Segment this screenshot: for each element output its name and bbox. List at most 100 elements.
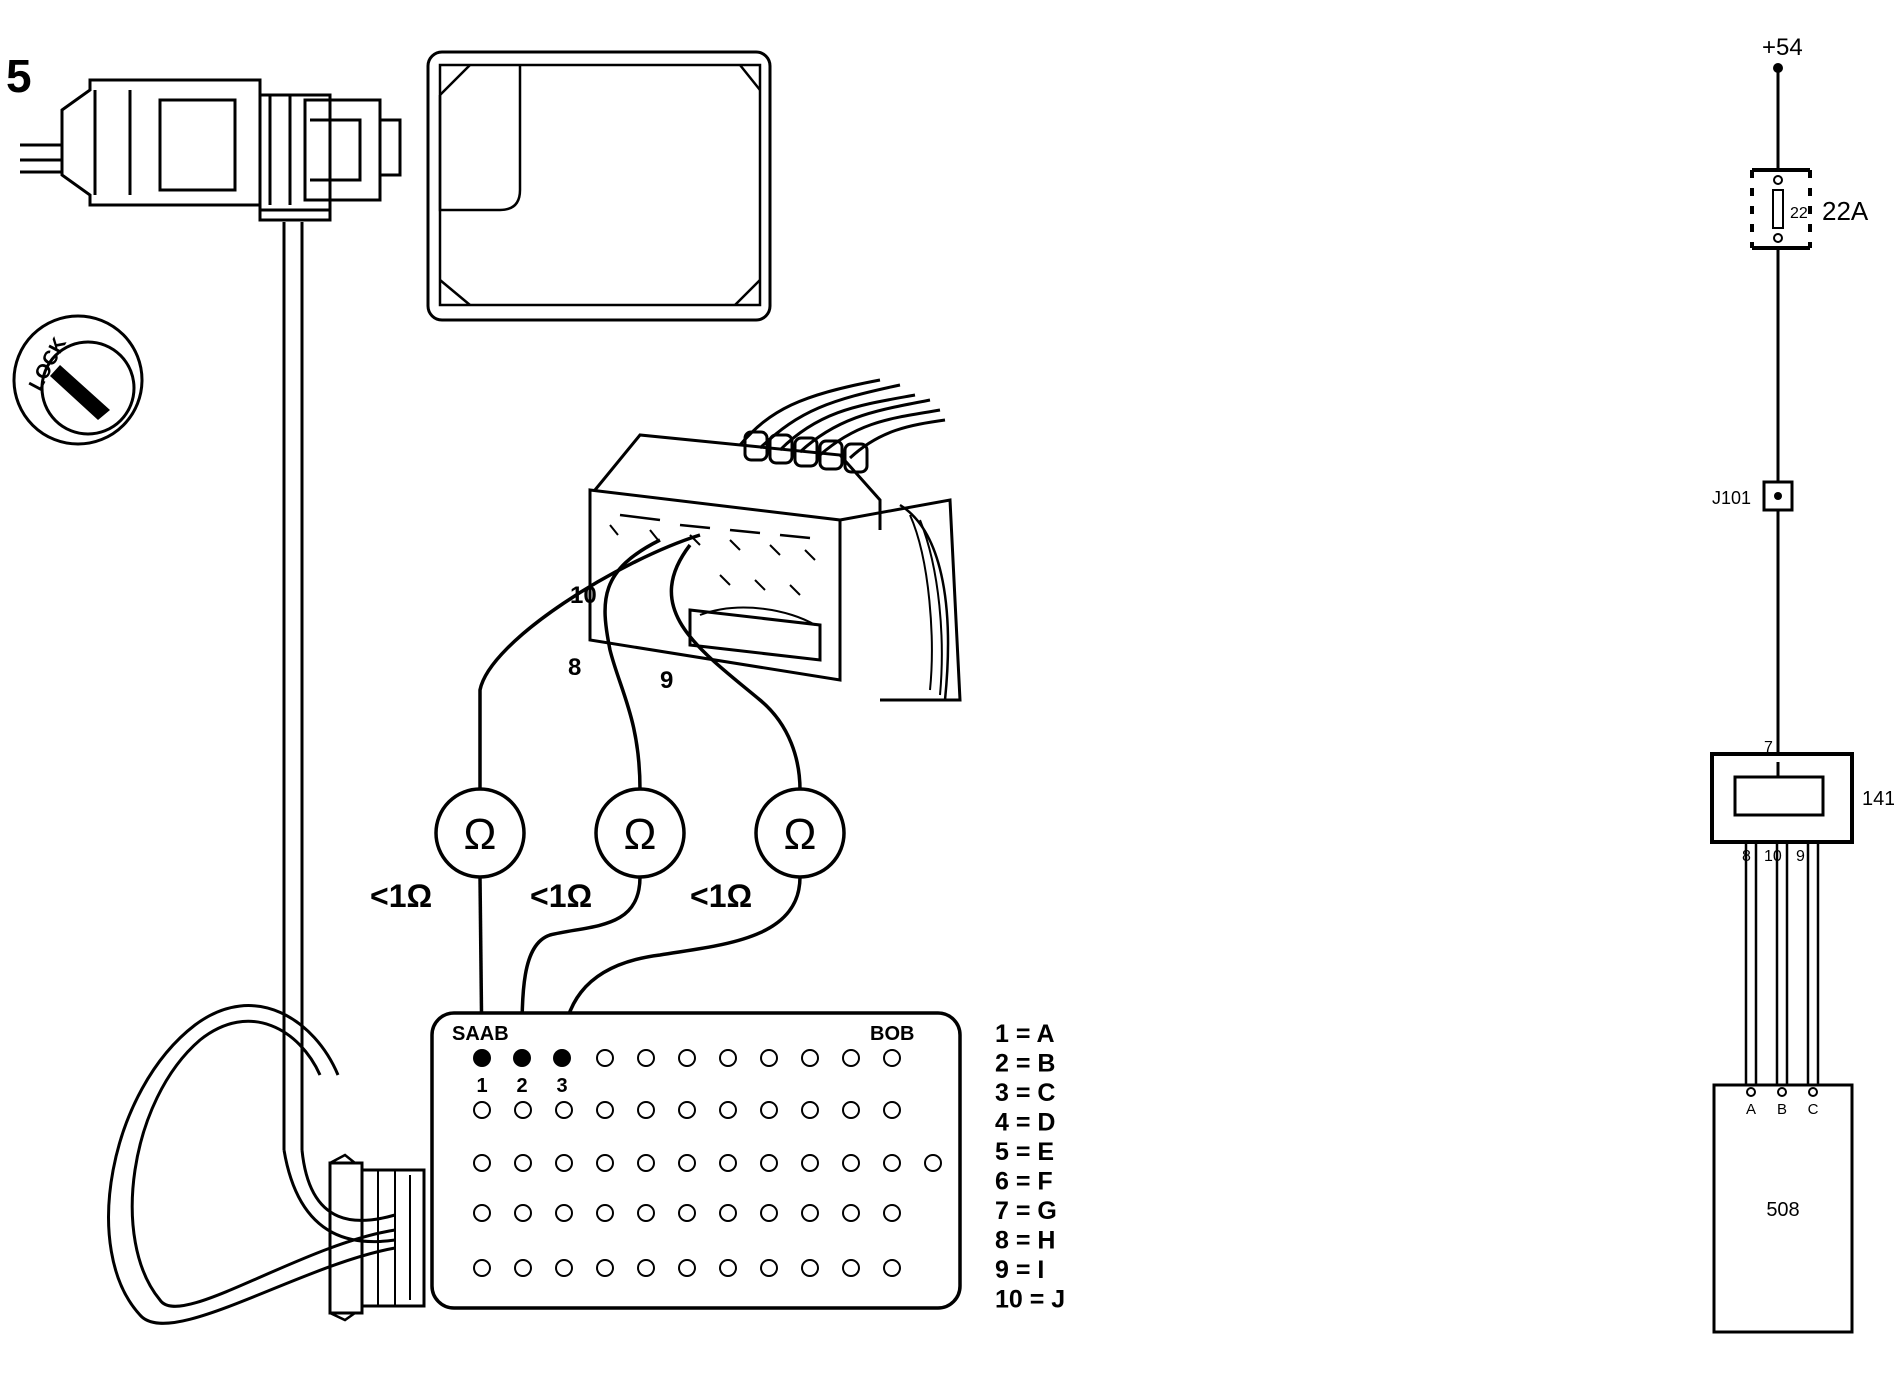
bob-socket: [883, 1204, 901, 1222]
control-module: [426, 50, 772, 322]
fuse-rating: 22A: [1822, 196, 1869, 226]
ohmmeter-3: Ω <1Ω: [690, 787, 846, 914]
device-pin-c-node: [1808, 1087, 1818, 1097]
module-to-device-wires: [1744, 842, 1820, 1085]
module-label: 141: [1862, 788, 1894, 810]
pin-legend-item: 7 = G: [995, 1197, 1057, 1225]
pin-legend-item: 8 = H: [995, 1227, 1055, 1255]
ignition-lock-icon: LOCK: [12, 314, 144, 446]
module-141-inner: [1733, 775, 1825, 817]
pin-legend-item: 6 = F: [995, 1168, 1053, 1196]
bob-socket: [842, 1154, 860, 1172]
bob-socket: [596, 1204, 614, 1222]
bob-socket: [637, 1154, 655, 1172]
bob-socket: [719, 1101, 737, 1119]
bob-socket: [596, 1101, 614, 1119]
bob-socket: [760, 1204, 778, 1222]
bob-socket: [801, 1049, 819, 1067]
bob-socket: [596, 1049, 614, 1067]
ten-pin-connector: [588, 378, 962, 702]
ohmmeter-2: Ω <1Ω: [530, 787, 686, 914]
device-pin-a-node: [1746, 1087, 1756, 1097]
bob-socket: [473, 1204, 491, 1222]
bob-socket: [555, 1101, 573, 1119]
bob-socket: [719, 1204, 737, 1222]
bob-socket: [883, 1049, 901, 1067]
bob-socket: [842, 1049, 860, 1067]
bob-socket-1-number: 1: [476, 1075, 487, 1097]
bob-socket: [514, 1259, 532, 1277]
junction-node: [1774, 492, 1782, 500]
bob-socket: [596, 1154, 614, 1172]
device-pin-c: C: [1808, 1101, 1819, 1118]
bob-socket: [760, 1049, 778, 1067]
bob-socket-1-filled: [473, 1049, 491, 1067]
module-top-pin: 7: [1764, 739, 1773, 756]
bob-socket: [678, 1154, 696, 1172]
pin-legend-item: 1 = A: [995, 1020, 1055, 1048]
junction-label: J101: [1712, 488, 1751, 508]
bob-socket: [596, 1259, 614, 1277]
bob-socket: [555, 1204, 573, 1222]
bob-socket: [473, 1101, 491, 1119]
pin-legend-item: 5 = E: [995, 1138, 1054, 1166]
ohmmeter-2-reading: <1Ω: [530, 878, 592, 914]
pin-legend-item: 2 = B: [995, 1050, 1055, 1078]
bob-socket: [678, 1049, 696, 1067]
bob-socket: [719, 1154, 737, 1172]
bob-socket: [883, 1154, 901, 1172]
harness-cable: [107, 222, 396, 1325]
supply-label: +54: [1762, 34, 1803, 61]
bob-socket: [801, 1204, 819, 1222]
pin-legend-item: 9 = I: [995, 1256, 1044, 1284]
pin-legend-item: 10 = J: [995, 1286, 1065, 1314]
ohmmeter-2-symbol: Ω: [624, 810, 657, 859]
module-pin-9: 9: [1796, 848, 1805, 865]
connector-pin-9-label: 9: [660, 667, 673, 694]
bob-socket: [924, 1154, 942, 1172]
bob-cable-connector: [328, 1153, 426, 1322]
bob-socket-grid: [473, 1049, 942, 1277]
fuse-symbol: [1750, 168, 1812, 250]
device-pin-b-node: [1777, 1087, 1787, 1097]
ohmmeter-1-reading: <1Ω: [370, 878, 432, 914]
circuit-schematic: +54 22 22A J101 7 141 8 10 9: [1710, 34, 1894, 1334]
device-pin-b: B: [1777, 1101, 1787, 1118]
bob-socket-3-filled: [553, 1049, 571, 1067]
pin-legend-item: 3 = C: [995, 1079, 1055, 1107]
device-label: 508: [1766, 1199, 1799, 1221]
bob-socket: [514, 1204, 532, 1222]
bob-socket: [473, 1259, 491, 1277]
pin-legend: 1 = A2 = B3 = C4 = D5 = E6 = F7 = G8 = H…: [995, 1020, 1065, 1314]
bob-socket: [514, 1154, 532, 1172]
bob-socket: [678, 1204, 696, 1222]
bob-socket: [801, 1154, 819, 1172]
breakout-box: SAAB BOB 1 2 3: [430, 1011, 962, 1310]
sensor-connector: [20, 78, 402, 222]
bob-socket: [760, 1154, 778, 1172]
bob-socket: [637, 1204, 655, 1222]
bob-socket: [637, 1259, 655, 1277]
bob-socket: [801, 1101, 819, 1119]
bob-socket-2-number: 2: [516, 1075, 527, 1097]
pin-legend-item: 4 = D: [995, 1109, 1055, 1137]
bob-socket: [760, 1259, 778, 1277]
ohmmeter-3-reading: <1Ω: [690, 878, 752, 914]
bob-socket: [637, 1049, 655, 1067]
ohmmeter-1-symbol: Ω: [464, 810, 497, 859]
bob-socket: [801, 1259, 819, 1277]
bob-socket: [842, 1101, 860, 1119]
device-pin-a: A: [1746, 1101, 1756, 1118]
bob-socket: [555, 1154, 573, 1172]
bob-socket: [760, 1101, 778, 1119]
bob-socket: [883, 1259, 901, 1277]
bob-label: BOB: [870, 1023, 914, 1045]
device-508-box: [1712, 1083, 1854, 1334]
probe-leads-upper: [478, 533, 802, 791]
fuse-number: 22: [1790, 205, 1808, 222]
bob-socket: [637, 1101, 655, 1119]
bob-socket-3-number: 3: [556, 1075, 567, 1097]
module-pin-10: 10: [1764, 848, 1782, 865]
